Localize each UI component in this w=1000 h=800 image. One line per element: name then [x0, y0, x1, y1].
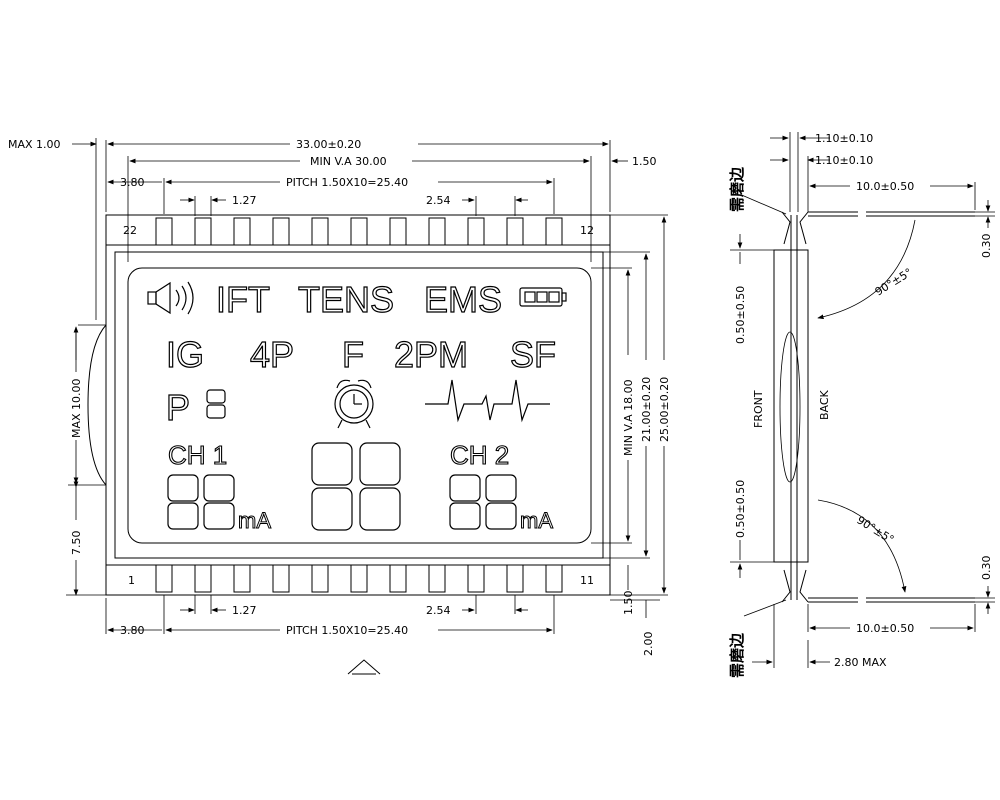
- unit-ma-ch1: mA: [238, 508, 271, 533]
- segment-tens: TENS: [298, 279, 394, 320]
- segment-4p: 4P: [250, 334, 294, 375]
- pin-label-12: 12: [580, 224, 594, 237]
- dim-pin-width-top: 1.27: [232, 194, 257, 207]
- dim-pitch-top: PITCH 1.50X10=25.40: [286, 176, 408, 189]
- outer-glass-outline: [105, 214, 611, 596]
- dim-lower-offset: 0.50±0.50: [734, 480, 747, 538]
- dim-top-thickness-1: 1.10±0.10: [815, 132, 873, 145]
- top-pins: [155, 217, 563, 246]
- segment-sf: SF: [510, 334, 556, 375]
- dim-pin-width-bottom: 1.27: [232, 604, 257, 617]
- dim-bottom-gap: 0.30: [980, 556, 993, 581]
- ch2-digits: [449, 474, 517, 530]
- segment-ems: EMS: [424, 279, 502, 320]
- left-tab-outline: [87, 324, 107, 486]
- dim-overall-height: 25.00±0.20: [658, 377, 671, 442]
- label-back: BACK: [818, 389, 831, 420]
- alarm-clock-icon: [334, 379, 374, 429]
- orientation-mark-icon: [347, 659, 381, 675]
- speaker-icon: [147, 281, 194, 315]
- dim-max-thickness: MAX 1.00: [8, 138, 61, 151]
- dim-top-gap: 0.30: [980, 234, 993, 259]
- segment-ch2: CH 2: [450, 440, 509, 470]
- note-grind-top: 需磨边: [728, 166, 746, 212]
- center-digits: [311, 442, 401, 531]
- segment-ch1: CH 1: [168, 440, 227, 470]
- pin-label-1: 1: [128, 574, 135, 587]
- dim-max-height-left: MAX 10.00: [70, 378, 83, 438]
- unit-ma-ch2: mA: [520, 508, 553, 533]
- battery-icon: [519, 287, 567, 307]
- pin-label-11: 11: [580, 574, 594, 587]
- dim-edge-right: 1.50: [632, 155, 657, 168]
- segment-ift: IFT: [216, 279, 270, 320]
- dim-min-va-height: MIN V.A 18.00: [622, 379, 635, 456]
- dim-pin-spacing-bottom: 2.54: [426, 604, 451, 617]
- segment-p: P: [166, 387, 190, 428]
- dim-pin-length-bottom-side: 10.0±0.50: [856, 622, 914, 635]
- dim-left-offset-bottom: 3.80: [120, 624, 145, 637]
- dim-glass-height: 21.00±0.20: [640, 377, 653, 442]
- dim-overall-width: 33.00±0.20: [296, 138, 361, 151]
- side-seal-outline: [779, 331, 801, 483]
- dim-bottom-left-height: 7.50: [70, 531, 83, 556]
- dim-pitch-bottom: PITCH 1.50X10=25.40: [286, 624, 408, 637]
- dim-pin-extra-bottom: 2.00: [642, 632, 655, 657]
- segment-ig: IG: [166, 334, 204, 375]
- note-grind-bottom: 需磨边: [728, 632, 746, 678]
- pin-label-22: 22: [123, 224, 137, 237]
- dim-left-offset-top: 3.80: [120, 176, 145, 189]
- segment-f: F: [342, 334, 364, 375]
- segment-digit-p: [206, 389, 226, 419]
- viewing-area-outline: [114, 251, 604, 559]
- dim-pin-length-top: 10.0±0.50: [856, 180, 914, 193]
- dim-upper-offset: 0.50±0.50: [734, 286, 747, 344]
- dim-angle-bottom: 90°±5°: [854, 514, 896, 547]
- dim-pin-spacing-top: 2.54: [426, 194, 451, 207]
- bottom-pins: [155, 564, 563, 593]
- dim-angle-top: 90°±5°: [873, 266, 915, 299]
- ch1-digits: [167, 474, 235, 530]
- dim-pin-length-bottom: 1.50: [622, 591, 635, 616]
- dim-min-va-width: MIN V.A 30.00: [310, 155, 387, 168]
- dim-max-depth: 2.80 MAX: [834, 656, 887, 669]
- segment-2pm: 2PM: [394, 334, 468, 375]
- dim-top-thickness-2: 1.10±0.10: [815, 154, 873, 167]
- side-view: 1.10±0.10 1.10±0.10 10.0±0.50 0.30 90°±5…: [728, 132, 995, 678]
- heartbeat-icon: [425, 379, 550, 423]
- label-front: FRONT: [752, 390, 765, 428]
- active-area-outline: [127, 267, 592, 544]
- front-view: 22 12 1 11 IFT TENS EMS IG 4P F 2PM SF P: [8, 138, 671, 675]
